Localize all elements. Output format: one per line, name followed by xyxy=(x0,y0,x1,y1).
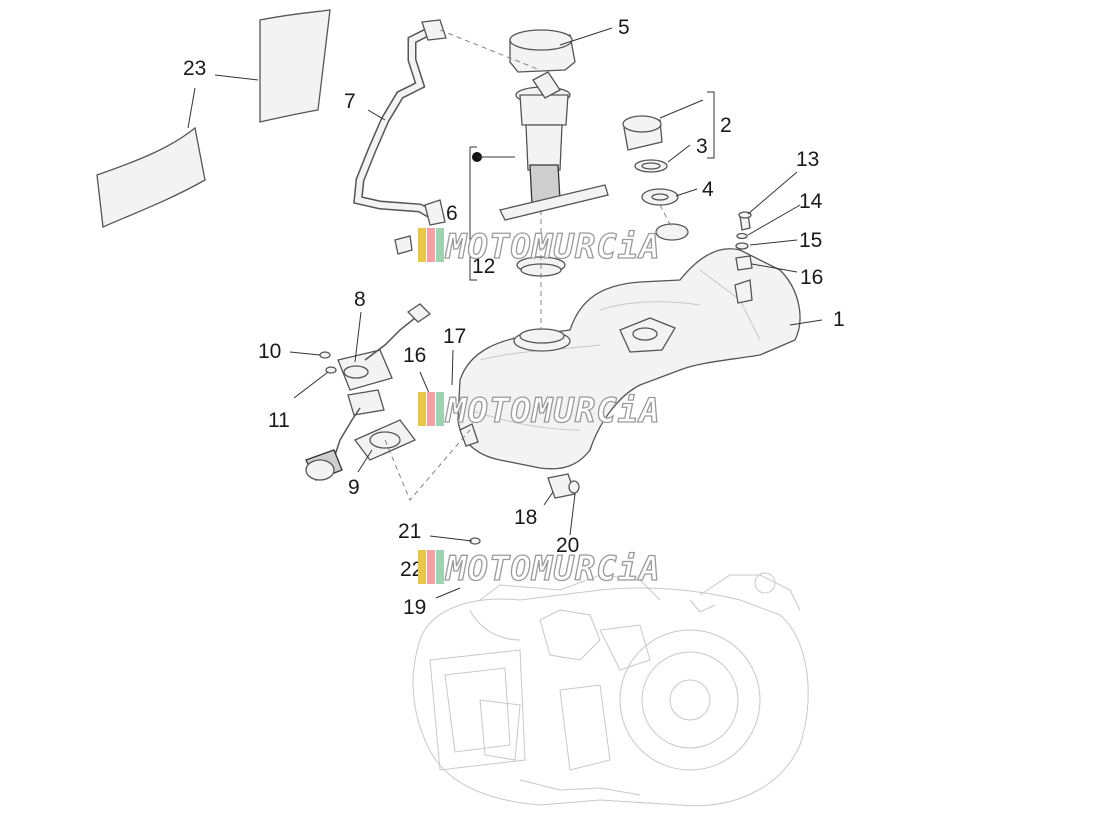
callout-20: 20 xyxy=(556,534,579,557)
callout-16-sender: 16 xyxy=(403,344,426,367)
drain-plug-parts xyxy=(469,473,580,545)
callout-11: 11 xyxy=(268,409,290,432)
callout-3: 3 xyxy=(696,135,708,158)
callout-6: 6 xyxy=(446,202,458,225)
watermark-text: MOTOMURCiA xyxy=(445,391,661,431)
watermark-top: MOTOMURCiA xyxy=(418,226,661,268)
watermark-stripe-icon xyxy=(427,392,435,426)
callout-labels: 1 2 3 4 5 6 7 8 9 10 11 12 13 14 15 16 1… xyxy=(183,16,845,619)
callout-22: 22 xyxy=(400,558,423,581)
watermark-stripe-icon xyxy=(418,550,426,584)
watermark-stripe-icon xyxy=(427,550,435,584)
callout-18: 18 xyxy=(514,506,537,529)
fuel-sender-part xyxy=(305,303,432,481)
callout-8: 8 xyxy=(354,288,366,311)
engine-drawing xyxy=(412,572,809,807)
watermark-bottom: MOTOMURCiA xyxy=(418,548,661,590)
callout-12: 12 xyxy=(472,255,495,278)
watermark-middle: MOTOMURCiA xyxy=(418,390,661,432)
callout-13: 13 xyxy=(796,148,819,171)
fuel-cap-parts xyxy=(622,115,679,206)
callout-15: 15 xyxy=(799,229,822,252)
watermark-stripe-icon xyxy=(427,228,435,262)
leader-lines xyxy=(187,27,823,599)
callout-23: 23 xyxy=(183,57,206,80)
watermark-stripe-icon xyxy=(418,228,426,262)
callout-21: 21 xyxy=(398,520,421,543)
callout-1: 1 xyxy=(833,308,845,331)
callout-9: 9 xyxy=(348,476,360,499)
watermark-stripe-icon xyxy=(436,392,444,426)
decal-sheets-part xyxy=(96,9,331,228)
callout-17: 17 xyxy=(443,325,466,348)
callout-2: 2 xyxy=(720,114,732,137)
callout-7: 7 xyxy=(344,90,356,113)
watermark-stripe-icon xyxy=(436,550,444,584)
watermark-stripe-icon xyxy=(418,392,426,426)
callout-19: 19 xyxy=(403,596,426,619)
watermark-text: MOTOMURCiA xyxy=(445,549,661,589)
bolt-washer-parts xyxy=(735,211,753,271)
callout-4: 4 xyxy=(702,178,714,201)
callout-10: 10 xyxy=(258,340,281,363)
fuel-hose-part xyxy=(353,19,447,255)
watermark-text: MOTOMURCiA xyxy=(445,227,661,267)
fuel-tank-part xyxy=(457,223,801,470)
watermark-stripe-icon xyxy=(436,228,444,262)
callout-14: 14 xyxy=(799,190,823,213)
assembly-lines xyxy=(384,29,673,501)
callout-5: 5 xyxy=(618,16,630,39)
callout-16: 16 xyxy=(800,266,823,289)
